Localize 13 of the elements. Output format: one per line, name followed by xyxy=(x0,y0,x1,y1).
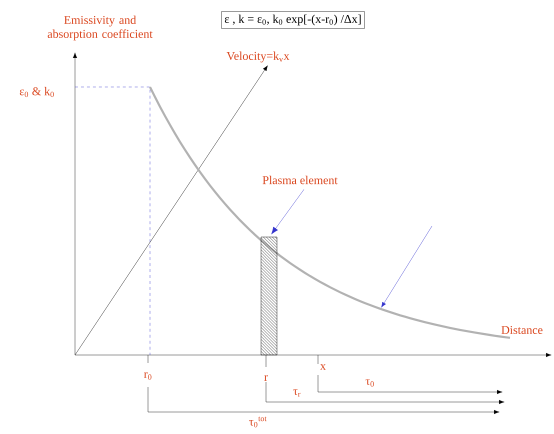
axis-label: Emissivity and absorption coefficient xyxy=(48,16,153,40)
axis-label: x xyxy=(320,364,326,370)
part-label: Plasma element xyxy=(262,176,338,184)
axis-label: τ$_{r}$ xyxy=(293,389,300,397)
axis-label: Velocity=k$_{v}$x xyxy=(226,52,290,62)
arrow xyxy=(271,189,304,234)
axis-label: ε$_{0}$ & k$_{0}$ xyxy=(20,86,54,98)
axis-label: r$_{0}$ xyxy=(144,372,152,380)
hatched-bar xyxy=(260,236,278,356)
formula-box: ε , k = ε$_{0}$, k$_{0}$ exp[-(x-r$_{0}$) /Δx] xyxy=(221,11,365,29)
axis-label: r xyxy=(264,375,268,381)
axis-label: Distance xyxy=(501,326,542,334)
axis-label: τ$_{0}$ xyxy=(366,379,374,387)
